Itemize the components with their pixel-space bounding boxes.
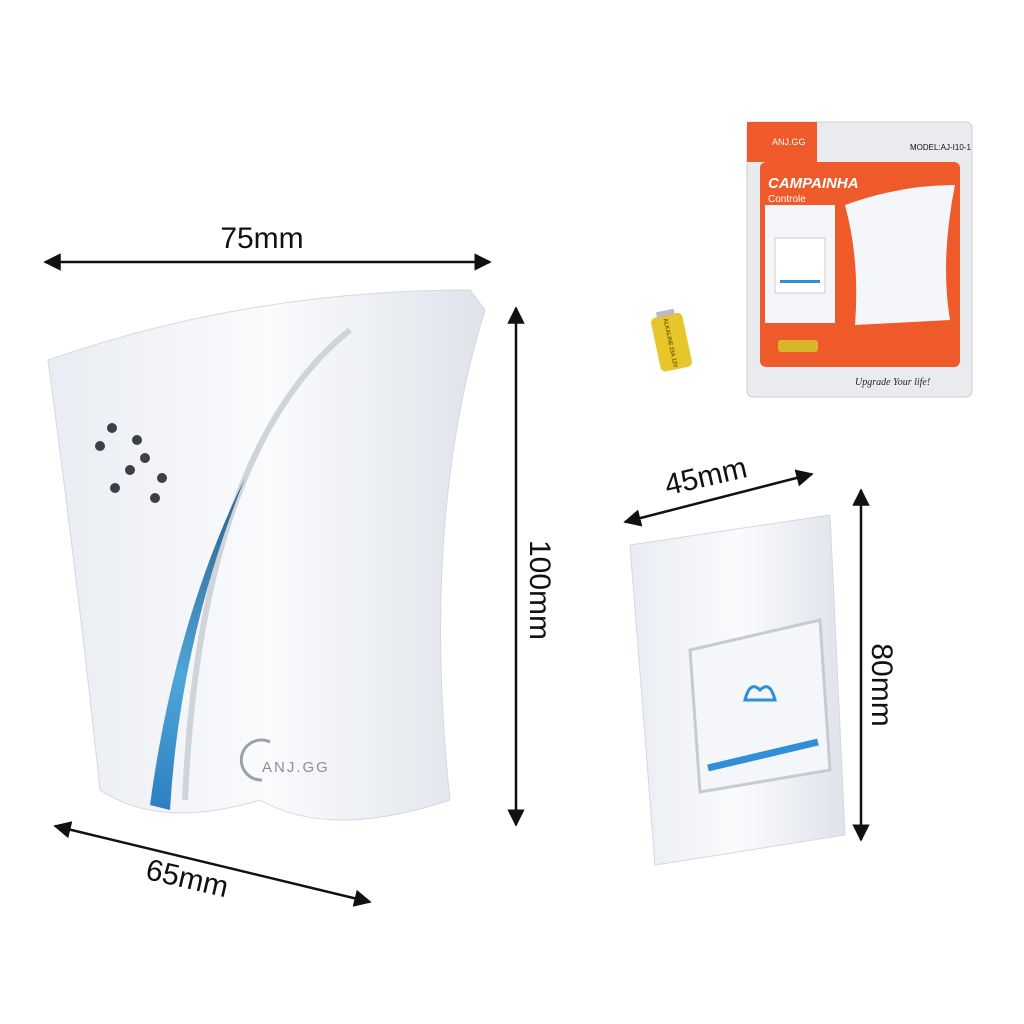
depth-arrow	[53, 821, 372, 907]
product-package: ANJ.GG MODEL:AJ-I10-1 CAMPAINHA Controle…	[746, 121, 973, 398]
battery: ALKALINE 23A 12V	[651, 308, 692, 372]
bell-icon	[743, 685, 777, 702]
speaker-holes	[95, 423, 167, 503]
package-title: CAMPAINHA	[768, 175, 859, 192]
chime-logo: ANJ.GG	[262, 759, 330, 776]
doorbell-button	[629, 514, 846, 866]
width-label: 75mm	[220, 222, 303, 255]
dimension-annotations	[43, 253, 870, 907]
package-subtitle: Controle	[768, 194, 806, 205]
button-height-label: 80mm	[865, 643, 898, 726]
package-slogan: Upgrade Your life!	[855, 377, 930, 388]
height-label: 100mm	[523, 540, 556, 640]
button-width-arrow	[623, 469, 814, 527]
depth-label: 65mm	[143, 853, 232, 904]
doorbell-chime: ANJ.GG	[47, 289, 486, 821]
package-logo: ANJ.GG	[772, 137, 806, 147]
package-model: MODEL:AJ-I10-1	[910, 143, 971, 152]
